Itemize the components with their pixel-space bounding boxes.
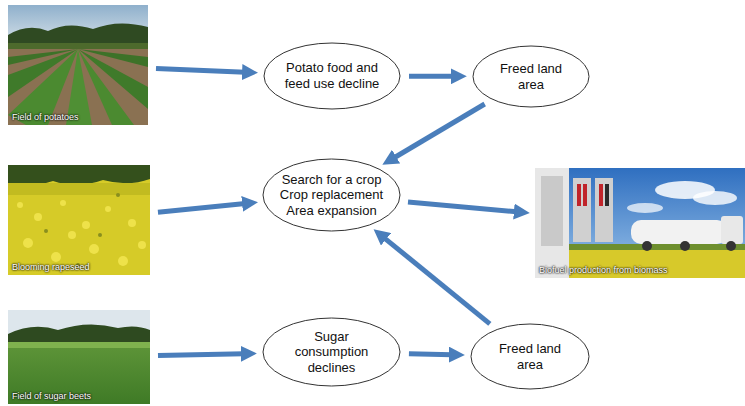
process-ellipse: Freed land area [470, 323, 590, 390]
process-ellipse: Potato food and feed use decline [263, 42, 401, 110]
flow-arrow [409, 351, 452, 357]
flow-arrow [409, 74, 454, 79]
flow-arrow [158, 354, 244, 356]
process-ellipse: Search for a crop Crop replacement Area … [262, 158, 401, 232]
photo-panel: Blooming rapeseed [8, 165, 150, 275]
process-ellipse: Freed land area [472, 45, 590, 108]
photo-caption: Blooming rapeseed [12, 262, 90, 272]
biofuel-station-photo [535, 168, 745, 278]
flow-arrow [158, 204, 245, 213]
photo-panel: Field of sugar beets [8, 310, 150, 404]
process-ellipse: Sugar consumption declines [262, 317, 401, 387]
photo-caption: Biofuel production from biomass [539, 265, 668, 275]
ellipse-label: Search for a crop Crop replacement Area … [279, 172, 385, 219]
photo-caption: Field of sugar beets [12, 391, 91, 401]
ellipse-label: Sugar consumption declines [279, 329, 385, 376]
photo-panel: Biofuel production from biomass [535, 168, 745, 278]
flow-arrow [384, 237, 490, 324]
flow-arrow [408, 202, 517, 212]
flow-arrow [393, 104, 484, 158]
ellipse-label: Freed land area [485, 341, 576, 372]
rapeseed-field-photo [8, 165, 150, 275]
ellipse-label: Freed land area [486, 61, 576, 92]
potato-field-photo [8, 5, 148, 125]
photo-panel: Field of potatoes [8, 5, 148, 125]
ellipse-label: Potato food and feed use decline [280, 60, 385, 91]
sugar-beet-field-photo [8, 310, 150, 404]
flow-arrow [156, 68, 245, 72]
photo-caption: Field of potatoes [12, 112, 79, 122]
